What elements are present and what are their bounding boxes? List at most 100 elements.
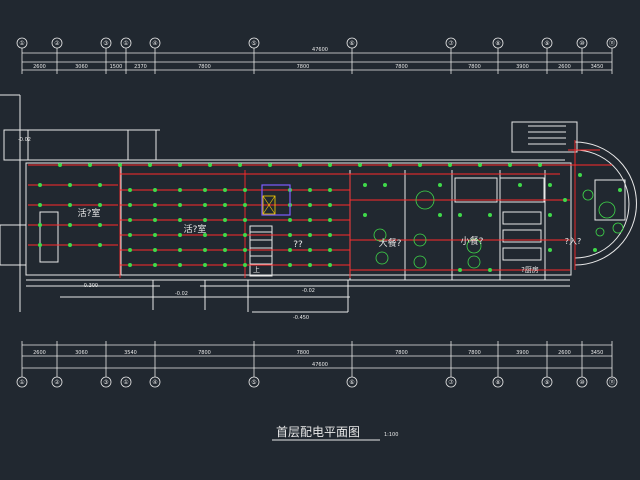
top-dimension-ticks [21,48,613,74]
axis-label-bottom-4: ① [123,379,128,386]
bottom-segment-label-1: 2600 [33,350,46,356]
building-outline [0,94,637,313]
light-fixture [98,203,102,207]
light-fixture [203,188,207,192]
light-fixture [178,233,182,237]
light-fixture [508,163,512,167]
axis-label-top-12: ⑪ [609,39,615,47]
light-fixture [358,163,362,167]
stair-up-mark: 上 [253,265,260,274]
bottom-segment-label-3: 3540 [124,350,137,356]
drawing-title: 首层配电平面图 [276,425,360,439]
top-segment-label-8: 7800 [468,64,481,70]
light-fixture [128,218,132,222]
axis-label-top-5: ④ [152,40,157,47]
light-fixture [538,163,542,167]
top-segment-label-10: 2600 [558,64,571,70]
axis-label-top-4: ① [123,40,128,47]
axis-circle-bottom-1 [16,376,28,388]
light-fixture [563,198,567,202]
light-fixtures [38,163,622,272]
level-mark-a: -0.02 [18,137,31,143]
bottom-segment-label-5: 7800 [297,350,310,356]
bottom-segment-label-6: 7800 [395,350,408,356]
axis-label-bottom-3: ③ [103,379,108,386]
light-fixture [363,213,367,217]
light-fixture [203,203,207,207]
room-label-entry: ?入? [565,237,582,246]
light-fixture [448,163,452,167]
light-fixture [178,163,182,167]
light-fixture [268,163,272,167]
light-fixture [243,248,247,252]
top-segment-label-1: 2600 [33,64,46,70]
room-label-activity-center: 活?室 [184,223,207,235]
axis-circle-bottom-7 [346,376,358,388]
light-fixture [38,223,42,227]
light-fixture [243,203,247,207]
light-fixture [203,218,207,222]
light-fixture [98,183,102,187]
top-segment-label-7: 7800 [395,64,408,70]
level-marks: -0.02 -0.300 -0.02 -0.02 -0.450 [18,137,315,321]
level-mark-b: -0.300 [82,283,98,289]
bottom-dimension-ticks [21,341,613,377]
light-fixture [243,188,247,192]
light-fixture [203,263,207,267]
axis-label-bottom-11: ⑩ [579,379,584,386]
light-fixture [328,188,332,192]
light-fixture [128,248,132,252]
room-label-small-dining: 小餐? [461,235,484,247]
light-fixture [243,233,247,237]
axis-label-top-11: ⑩ [579,40,584,47]
light-fixture [308,248,312,252]
light-fixture [98,223,102,227]
light-fixture [478,163,482,167]
axis-circle-bottom-4 [120,376,132,388]
light-fixture [88,163,92,167]
light-fixture [178,218,182,222]
light-fixture [578,173,582,177]
light-fixture [298,163,302,167]
light-fixture [223,248,227,252]
bottom-segment-label-4: 7800 [198,350,211,356]
light-fixture [38,183,42,187]
light-fixture [308,218,312,222]
light-fixture [223,218,227,222]
light-fixture [148,163,152,167]
light-fixture [383,183,387,187]
top-dimension-chain [22,52,612,71]
light-fixture [223,263,227,267]
light-fixture [328,233,332,237]
light-fixture [308,263,312,267]
level-mark-d: -0.02 [302,288,315,294]
light-fixture [178,203,182,207]
light-fixture [288,248,292,252]
axis-label-top-1: ① [19,40,24,47]
light-fixture [328,248,332,252]
light-fixture [58,163,62,167]
level-mark-c: -0.02 [175,291,188,297]
room-label-kitchen: ?厨房 [521,265,539,274]
light-fixture [548,213,552,217]
axis-label-bottom-5: ④ [152,379,157,386]
light-fixture [128,263,132,267]
top-segment-label-11: 3450 [591,64,604,70]
light-fixture [488,268,492,272]
light-fixture [68,183,72,187]
bottom-segment-label-9: 2600 [558,350,571,356]
axis-label-bottom-1: ① [19,379,24,386]
light-fixture [128,203,132,207]
light-fixture [418,163,422,167]
axis-label-top-2: ② [54,40,60,47]
axis-label-bottom-7: ⑥ [349,379,354,386]
axis-label-top-9: ⑧ [495,40,500,47]
light-fixture [118,163,122,167]
light-fixture [223,188,227,192]
light-fixture [203,248,207,252]
axis-label-bottom-2: ② [54,379,60,386]
light-fixture [68,223,72,227]
light-fixture [208,163,212,167]
